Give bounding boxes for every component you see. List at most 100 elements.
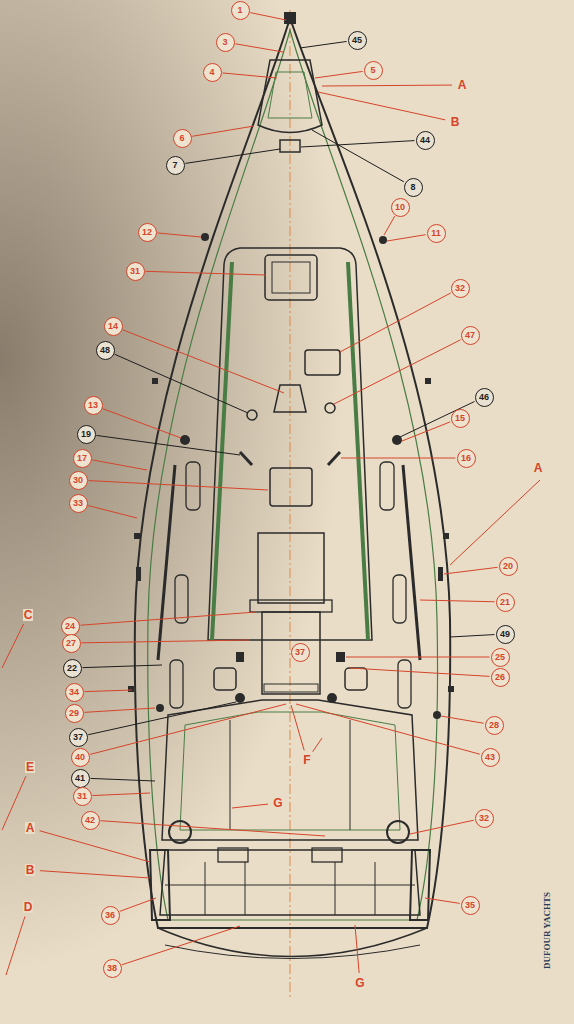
- callout-circle: 47: [461, 326, 480, 345]
- callout-number: 16: [461, 454, 471, 463]
- leader-line: [355, 925, 359, 973]
- callout-circle: 42: [81, 811, 100, 830]
- callout-circle: 16: [457, 449, 476, 468]
- deck-vent: [247, 410, 257, 420]
- leader-line: [40, 831, 150, 862]
- leader-line: [450, 635, 495, 637]
- sprayhood-rail: [250, 600, 332, 612]
- callout-circle: 24: [61, 617, 80, 636]
- primary-winch: [387, 821, 409, 843]
- leader-line: [92, 793, 150, 796]
- callout-number: 33: [73, 499, 83, 508]
- leader-line: [444, 567, 498, 574]
- callout-number: 21: [500, 598, 510, 607]
- callout-circle: 37: [291, 643, 310, 662]
- callout-circle: 43: [481, 748, 500, 767]
- leader-line: [400, 402, 475, 437]
- callout-number: 40: [75, 753, 85, 762]
- callout-circle: 6: [173, 129, 192, 148]
- callout-circle: 36: [101, 906, 120, 925]
- leader-line: [346, 657, 490, 658]
- callout-number: 8: [410, 183, 415, 192]
- callout-number: 30: [73, 476, 83, 485]
- callout-number: 36: [105, 911, 115, 920]
- section-letter: E: [25, 761, 35, 773]
- leader-line: [420, 600, 495, 602]
- callout-number: 41: [75, 774, 85, 783]
- callout-circle: 25: [491, 648, 510, 667]
- transom-locker: [165, 862, 415, 915]
- leader-line: [103, 409, 181, 438]
- callout-circle: 33: [69, 494, 88, 513]
- leader-line: [115, 354, 248, 413]
- callout-circle: 26: [491, 668, 510, 687]
- callout-circle: 34: [65, 683, 84, 702]
- leader-line: [235, 44, 283, 52]
- leader-line: [123, 330, 284, 393]
- callout-number: 45: [352, 36, 362, 45]
- callout-circle: 8: [404, 178, 423, 197]
- fore-hatch: [265, 255, 317, 300]
- callout-number: 42: [85, 816, 95, 825]
- section-letter: G: [354, 977, 365, 989]
- leader-line: [341, 458, 456, 459]
- callout-number: 6: [179, 134, 184, 143]
- callout-number: 4: [209, 68, 214, 77]
- leader-line: [387, 235, 426, 241]
- leader-line: [88, 506, 137, 518]
- callout-number: 28: [489, 721, 499, 730]
- mooring-cleat: [240, 452, 252, 465]
- callout-number: 35: [465, 901, 475, 910]
- cabin-windows: [170, 462, 411, 708]
- callout-circle: 46: [475, 388, 494, 407]
- section-letter: B: [450, 116, 461, 128]
- winch-pad: [345, 668, 367, 690]
- cockpit-sole: [350, 720, 351, 830]
- genoa-track: [158, 465, 175, 660]
- genoa-track: [403, 465, 420, 660]
- callout-circle: 40: [71, 748, 90, 767]
- leader-line: [384, 216, 395, 235]
- callout-circle: 37: [69, 728, 88, 747]
- section-letter: F: [302, 754, 311, 766]
- clutch: [336, 652, 345, 662]
- callout-number: 47: [465, 331, 475, 340]
- leader-line: [6, 917, 25, 975]
- callout-circle: 3: [216, 33, 235, 52]
- mast-step: [274, 385, 306, 412]
- callout-circle: 27: [62, 634, 81, 653]
- callout-circle: 41: [71, 769, 90, 788]
- leader-line: [410, 820, 474, 834]
- handrail: [212, 262, 232, 640]
- stanchions: [128, 233, 454, 719]
- primary-winch: [169, 821, 191, 843]
- leader-line: [300, 41, 347, 48]
- centerline: [290, 10, 291, 1000]
- callout-number: 11: [431, 229, 441, 238]
- callout-circle: 7: [166, 156, 185, 175]
- callout-circle: 45: [348, 31, 367, 50]
- bow-roller: [284, 12, 296, 24]
- callout-number: 31: [77, 792, 87, 801]
- leader-line: [88, 481, 268, 490]
- leader-line: [232, 804, 268, 808]
- leader-line: [350, 668, 490, 676]
- callout-number: 46: [479, 393, 489, 402]
- callout-circle: 17: [73, 449, 92, 468]
- washboard: [264, 684, 318, 692]
- cockpit: [162, 700, 418, 840]
- section-letter: G: [272, 797, 283, 809]
- leader-line: [100, 821, 325, 836]
- leader-line: [192, 126, 254, 136]
- callout-circle: 13: [84, 396, 103, 415]
- winch-pad: [214, 668, 236, 690]
- callout-number: 38: [107, 964, 117, 973]
- leader-line: [88, 702, 236, 735]
- callout-number: 32: [479, 814, 489, 823]
- callout-number: 34: [69, 688, 79, 697]
- leader-line: [312, 130, 404, 182]
- section-letter: A: [533, 462, 544, 474]
